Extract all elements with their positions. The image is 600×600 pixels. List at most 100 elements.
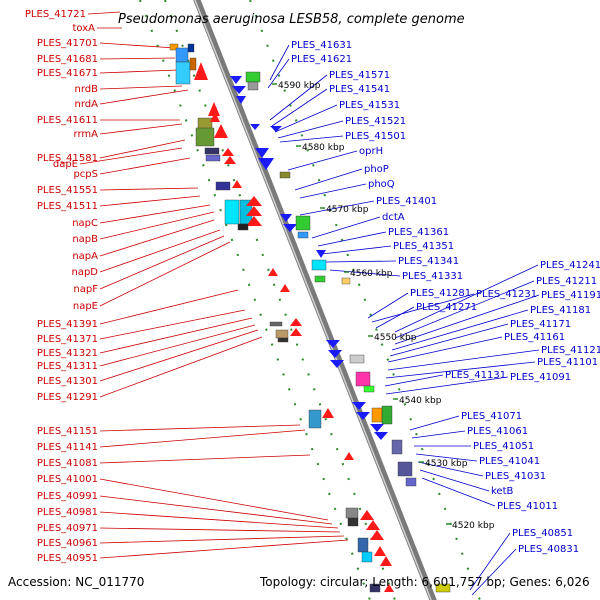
gene-label-ples-41311[interactable]: PLES_41311 <box>37 361 98 372</box>
gene-feature-right[interactable] <box>297 231 309 239</box>
gene-label-ples-40971[interactable]: PLES_40971 <box>37 523 98 534</box>
gene-feature-left[interactable] <box>269 321 283 327</box>
gene-label-ples-41351[interactable]: PLES_41351 <box>393 241 454 252</box>
gene-feature-left[interactable] <box>246 216 262 226</box>
gene-feature-right[interactable] <box>381 405 393 425</box>
gene-label-ples-41101[interactable]: PLES_41101 <box>537 357 598 368</box>
gene-label-ples-41191[interactable]: PLES_41191 <box>541 290 600 301</box>
gene-label-toxa[interactable]: toxA <box>73 23 96 34</box>
gene-feature-left[interactable] <box>370 530 384 540</box>
gene-feature-right[interactable] <box>245 71 261 83</box>
gene-feature-left[interactable] <box>215 181 231 191</box>
gene-feature-left[interactable] <box>237 223 249 231</box>
gene-feature-right[interactable] <box>311 259 327 271</box>
gene-label-ples-41161[interactable]: PLES_41161 <box>504 332 565 343</box>
gene-label-ples-41581[interactable]: PLES_41581 <box>37 153 98 164</box>
gene-feature-left[interactable] <box>290 328 302 336</box>
gene-label-ples-41501[interactable]: PLES_41501 <box>345 131 406 142</box>
gene-label-ples-41061[interactable]: PLES_41061 <box>467 426 528 437</box>
gene-feature-left[interactable] <box>384 584 394 592</box>
gene-feature-left[interactable] <box>380 556 392 566</box>
gene-label-ples-41701[interactable]: PLES_41701 <box>37 38 98 49</box>
gene-label-ples-41291[interactable]: PLES_41291 <box>37 392 98 403</box>
gene-label-ples-40961[interactable]: PLES_40961 <box>37 538 98 549</box>
gene-label-ples-41041[interactable]: PLES_41041 <box>479 456 540 467</box>
gene-label-phoq[interactable]: phoQ <box>368 179 395 190</box>
gene-label-nrda[interactable]: nrdA <box>75 99 99 110</box>
gene-feature-right[interactable] <box>314 275 326 283</box>
gene-label-ples-41571[interactable]: PLES_41571 <box>329 70 390 81</box>
gene-feature-left[interactable] <box>290 318 302 326</box>
gene-feature-right[interactable] <box>371 407 383 423</box>
gene-feature-left[interactable] <box>246 206 262 216</box>
gene-feature-right[interactable] <box>355 371 371 387</box>
gene-label-napa[interactable]: napA <box>72 251 98 262</box>
gene-feature-left[interactable] <box>357 537 369 553</box>
gene-feature-right[interactable] <box>295 215 311 231</box>
gene-feature-left[interactable] <box>361 551 373 563</box>
gene-feature-right[interactable] <box>328 350 342 358</box>
gene-feature-right[interactable] <box>230 76 242 84</box>
gene-feature-right[interactable] <box>250 124 260 130</box>
gene-feature-right[interactable] <box>374 432 388 440</box>
gene-feature-right[interactable] <box>435 583 451 593</box>
gene-feature-right[interactable] <box>363 385 375 393</box>
gene-feature-left[interactable] <box>366 520 380 530</box>
gene-label-ples-41301[interactable]: PLES_41301 <box>37 376 98 387</box>
gene-feature-right[interactable] <box>270 126 282 132</box>
gene-feature-right[interactable] <box>280 214 292 222</box>
gene-label-ples-41551[interactable]: PLES_41551 <box>37 185 98 196</box>
gene-label-ples-41171[interactable]: PLES_41171 <box>510 319 571 330</box>
gene-label-ples-41131[interactable]: PLES_41131 <box>445 370 506 381</box>
gene-label-ples-40991[interactable]: PLES_40991 <box>37 491 98 502</box>
gene-feature-left[interactable] <box>374 546 386 556</box>
gene-feature-left[interactable] <box>268 268 278 276</box>
gene-label-ples-41031[interactable]: PLES_41031 <box>485 471 546 482</box>
gene-label-dape[interactable]: dapE <box>53 159 78 170</box>
gene-label-napd[interactable]: napD <box>71 267 98 278</box>
gene-feature-left[interactable] <box>204 147 220 155</box>
gene-label-ples-41611[interactable]: PLES_41611 <box>37 115 98 126</box>
gene-feature-left[interactable] <box>308 409 322 429</box>
gene-feature-left[interactable] <box>224 156 236 164</box>
gene-label-nrdb[interactable]: nrdB <box>75 84 99 95</box>
gene-feature-right[interactable] <box>258 158 274 170</box>
gene-label-ples-41211[interactable]: PLES_41211 <box>536 276 597 287</box>
gene-label-ples-41541[interactable]: PLES_41541 <box>329 84 390 95</box>
gene-label-ples-41271[interactable]: PLES_41271 <box>416 302 477 313</box>
gene-label-ples-41281[interactable]: PLES_41281 <box>410 288 471 299</box>
gene-feature-left[interactable] <box>208 102 220 116</box>
gene-label-ples-41011[interactable]: PLES_41011 <box>497 501 558 512</box>
gene-label-pcps[interactable]: pcpS <box>73 169 98 180</box>
gene-label-ketb[interactable]: ketB <box>491 486 514 497</box>
gene-feature-right[interactable] <box>326 340 340 348</box>
gene-label-ples-41341[interactable]: PLES_41341 <box>398 256 459 267</box>
gene-label-ples-41521[interactable]: PLES_41521 <box>345 116 406 127</box>
gene-label-ples-41721[interactable]: PLES_41721 <box>25 9 86 20</box>
gene-label-napc[interactable]: napC <box>72 218 98 229</box>
gene-label-ples-41151[interactable]: PLES_41151 <box>37 426 98 437</box>
gene-feature-right[interactable] <box>283 224 297 232</box>
gene-label-ples-41001[interactable]: PLES_41001 <box>37 474 98 485</box>
gene-feature-right[interactable] <box>232 86 246 94</box>
gene-label-ples-41401[interactable]: PLES_41401 <box>376 196 437 207</box>
gene-feature-left[interactable] <box>169 43 179 51</box>
gene-feature-right[interactable] <box>279 171 291 179</box>
gene-feature-right[interactable] <box>349 354 365 364</box>
gene-label-ples-41181[interactable]: PLES_41181 <box>530 305 591 316</box>
gene-feature-right[interactable] <box>405 477 417 487</box>
gene-feature-left[interactable] <box>369 583 381 593</box>
gene-label-ples-41631[interactable]: PLES_41631 <box>291 40 352 51</box>
gene-feature-left[interactable] <box>344 452 354 460</box>
gene-feature-right[interactable] <box>236 96 246 104</box>
gene-label-ples-41681[interactable]: PLES_41681 <box>37 54 98 65</box>
gene-label-napb[interactable]: napB <box>72 234 98 245</box>
gene-feature-left[interactable] <box>232 180 242 188</box>
gene-label-ples-41361[interactable]: PLES_41361 <box>388 227 449 238</box>
gene-label-ples-40981[interactable]: PLES_40981 <box>37 507 98 518</box>
gene-feature-right[interactable] <box>255 148 269 158</box>
gene-label-ples-41321[interactable]: PLES_41321 <box>37 348 98 359</box>
gene-label-ples-40951[interactable]: PLES_40951 <box>37 553 98 564</box>
gene-feature-left[interactable] <box>277 337 289 343</box>
gene-label-ples-41371[interactable]: PLES_41371 <box>37 334 98 345</box>
